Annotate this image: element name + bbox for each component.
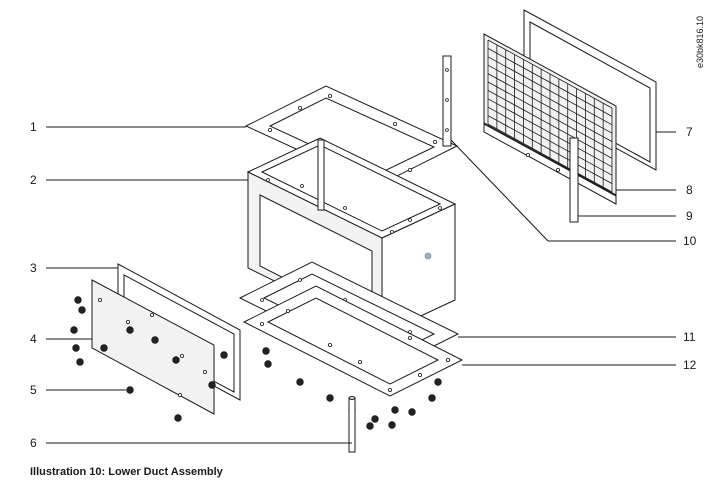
callout-6: 6 — [30, 436, 37, 450]
bottom-nuts — [262, 347, 442, 430]
ground-point-icon — [424, 252, 432, 260]
callout-1: 1 — [30, 120, 37, 134]
callout-9: 9 — [686, 209, 693, 223]
leader-lines — [46, 126, 676, 444]
callout-3: 3 — [30, 261, 37, 275]
mounting-bar-left — [442, 55, 452, 147]
callout-12: 12 — [683, 358, 697, 372]
callout-10: 10 — [683, 234, 697, 248]
callout-4: 4 — [30, 332, 37, 346]
bottom-plate — [242, 285, 464, 397]
callout-7: 7 — [686, 125, 693, 139]
callout-5: 5 — [30, 383, 37, 397]
grille — [483, 33, 617, 205]
callout-8: 8 — [686, 183, 693, 197]
side-cover-plate — [91, 279, 215, 415]
side-nuts — [70, 296, 228, 422]
mounting-bar-right — [569, 137, 579, 223]
figure-caption: Illustration 10: Lower Duct Assembly — [30, 466, 223, 478]
document-id: e30bk816.10 — [695, 16, 705, 68]
callout-2: 2 — [30, 173, 37, 187]
callout-11: 11 — [683, 330, 696, 344]
stud-pin — [348, 396, 356, 453]
